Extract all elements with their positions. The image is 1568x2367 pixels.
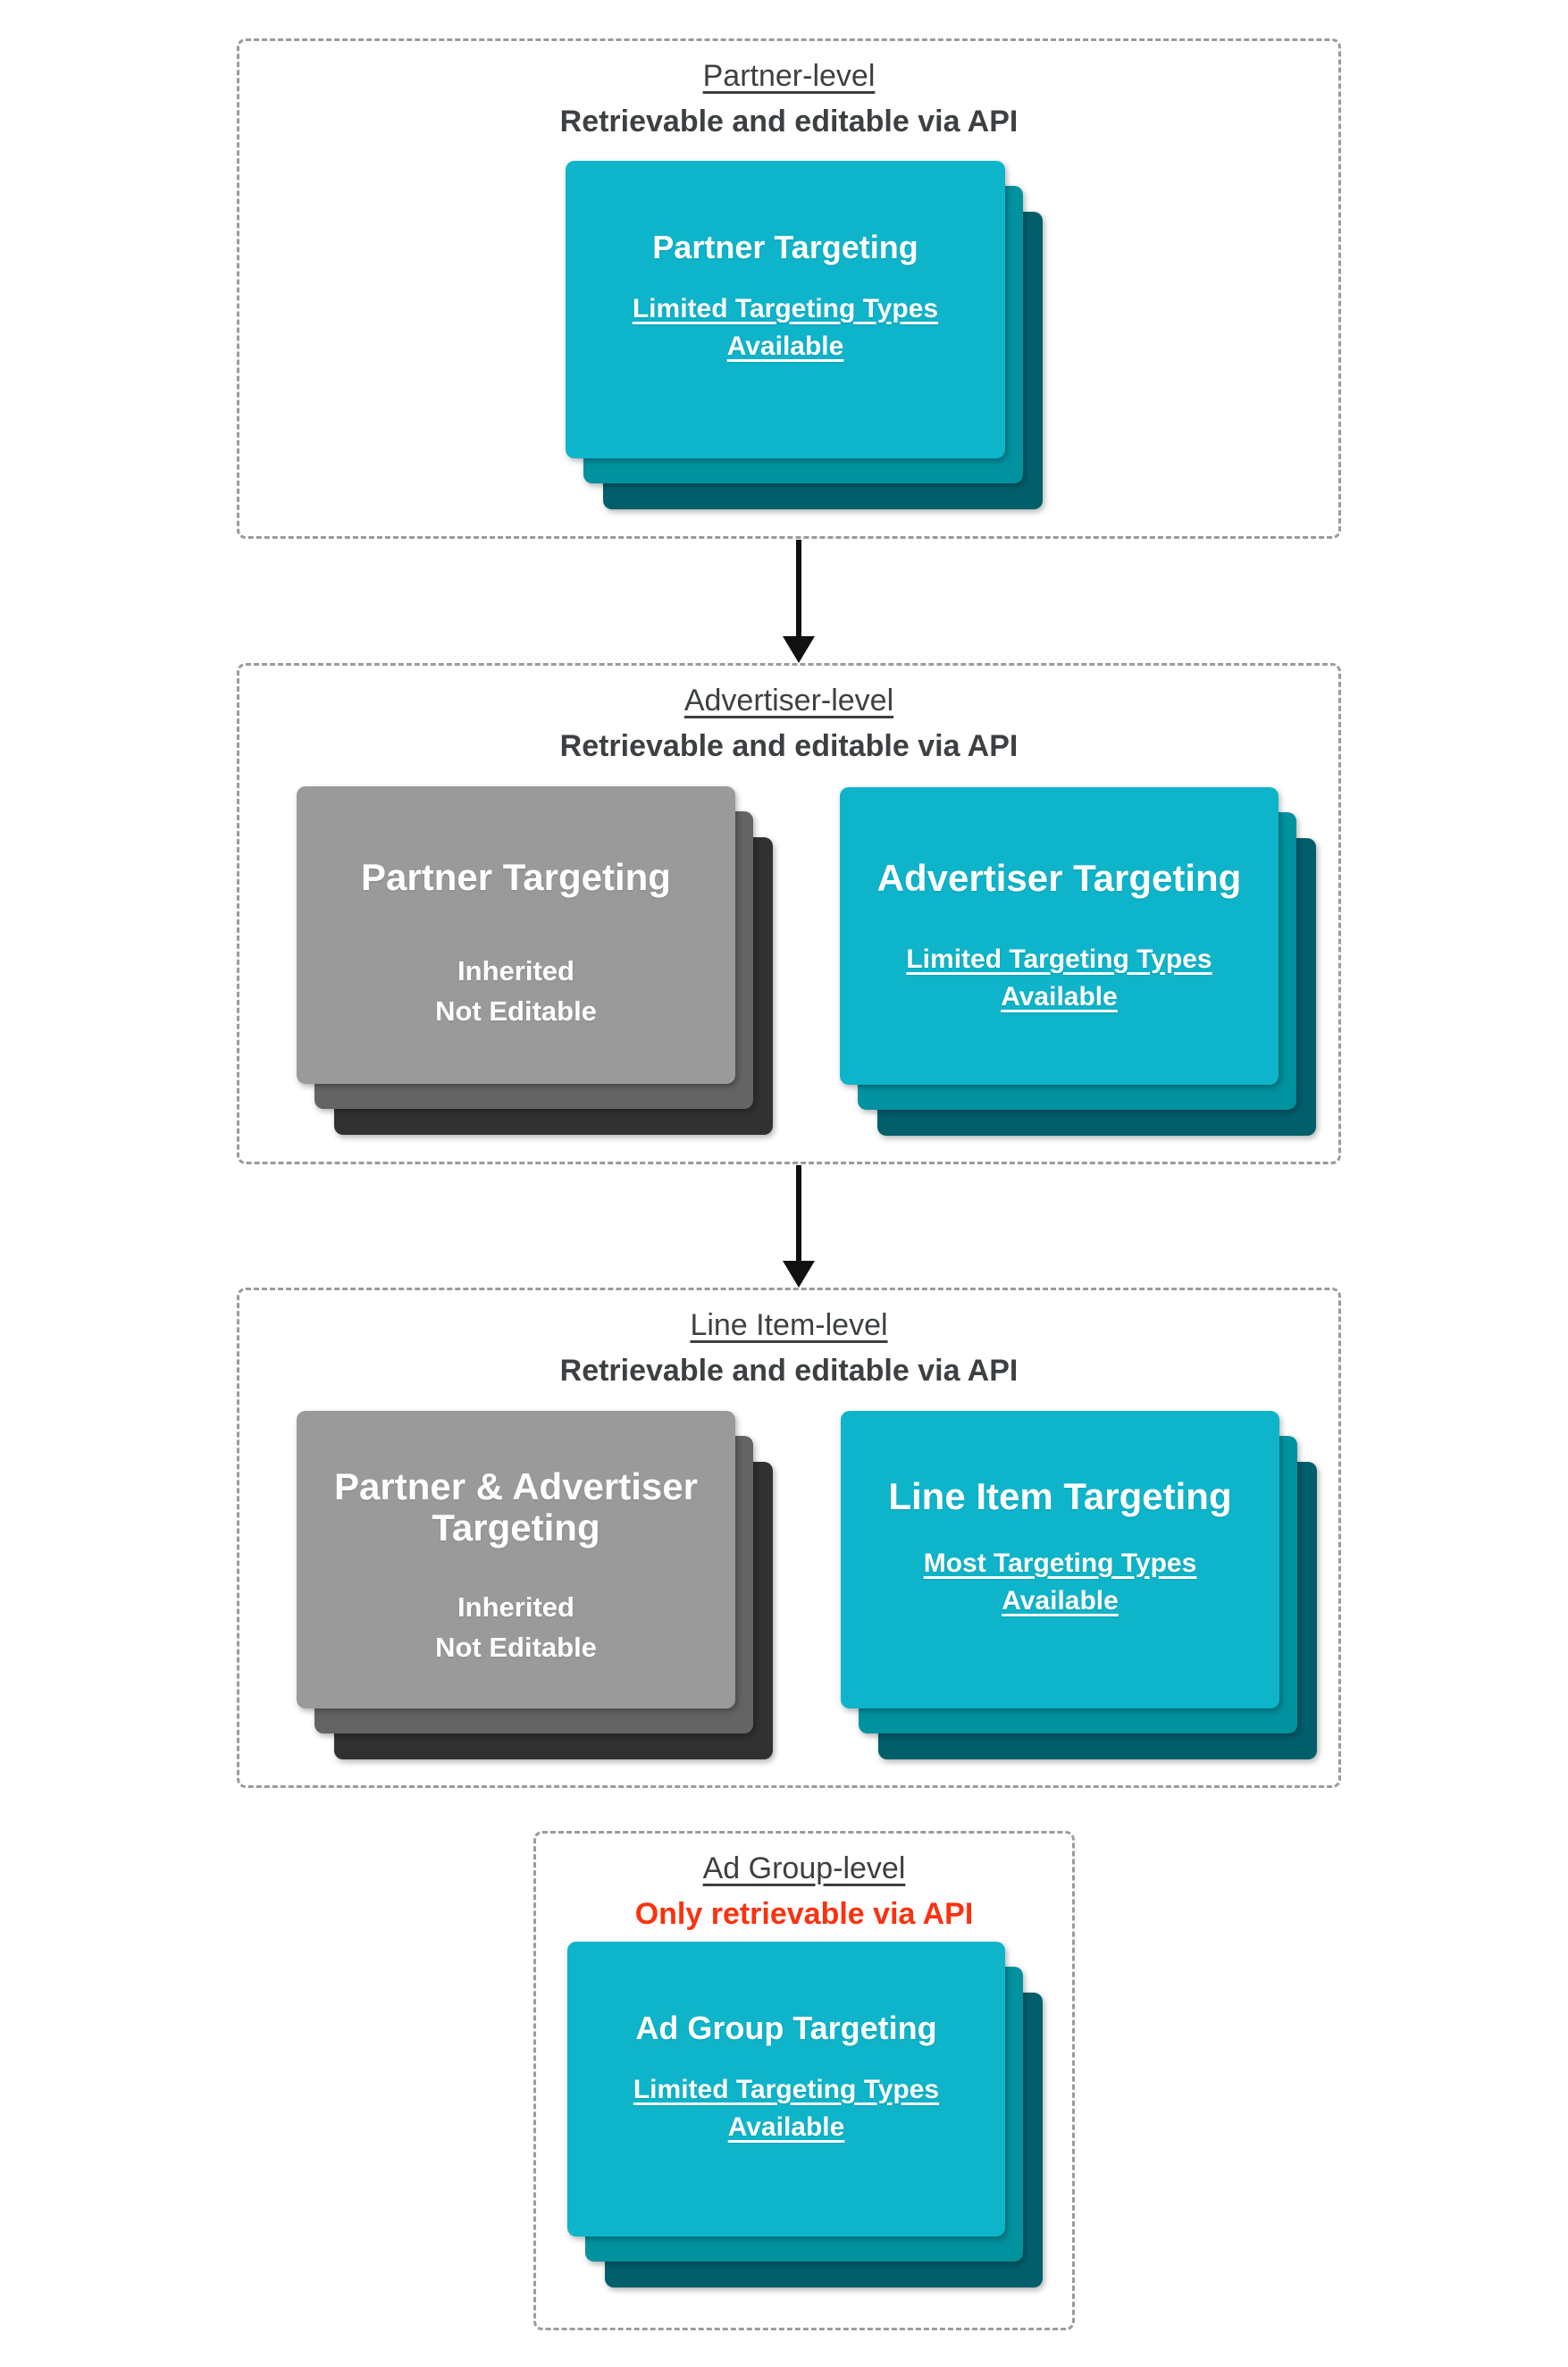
card-stack-ad-group-targeting: Ad Group Targeting Limited Targeting Typ… <box>567 1942 1043 2287</box>
section-subheading: Retrievable and editable via API <box>559 729 1019 763</box>
card-subtitle: Limited Targeting Types Available <box>906 944 1212 1011</box>
section-heading-block: Advertiser-level Retrievable and editabl… <box>239 666 1338 767</box>
card-stack-line-item-targeting: Line Item Targeting Most Targeting Types… <box>841 1411 1317 1759</box>
card-front: Partner & Advertiser Targeting Inherited… <box>297 1411 735 1708</box>
card-subtitle: Limited Targeting Types Available <box>632 294 939 361</box>
card-front: Ad Group Targeting Limited Targeting Typ… <box>567 1942 1005 2237</box>
arrow-shaft <box>796 1165 801 1263</box>
card-title: Partner Targeting <box>361 856 671 898</box>
section-ad-group-level: Ad Group-level Only retrievable via API <box>533 1831 1075 2330</box>
card-stack-partner-advertiser-targeting-inherited: Partner & Advertiser Targeting Inherited… <box>297 1411 773 1759</box>
section-heading-block: Partner-level Retrievable and editable v… <box>239 41 1338 142</box>
section-partner-level: Partner-level Retrievable and editable v… <box>237 38 1341 539</box>
card-info: Inherited Not Editable <box>435 955 597 1027</box>
section-heading: Ad Group-level <box>702 1851 906 1885</box>
section-heading: Advertiser-level <box>683 684 894 718</box>
card-title: Line Item Targeting <box>888 1475 1232 1517</box>
card-title: Advertiser Targeting <box>876 857 1242 899</box>
card-stack-partner-targeting: Partner Targeting Limited Targeting Type… <box>566 161 1043 509</box>
section-line-item-level: Line Item-level Retrievable and editable… <box>237 1288 1341 1788</box>
card-front: Advertiser Targeting Limited Targeting T… <box>840 787 1279 1085</box>
section-subheading: Retrievable and editable via API <box>559 1354 1019 1388</box>
section-heading: Line Item-level <box>690 1308 888 1342</box>
card-title: Partner Targeting <box>652 229 918 265</box>
arrow-head-icon <box>783 636 815 663</box>
arrow-head-icon <box>783 1261 815 1288</box>
card-title: Ad Group Targeting <box>635 2010 937 2046</box>
section-heading-block: Line Item-level Retrievable and editable… <box>239 1290 1338 1391</box>
card-subtitle: Limited Targeting Types Available <box>633 2075 940 2142</box>
card-front: Line Item Targeting Most Targeting Types… <box>841 1411 1279 1708</box>
card-subtitle: Most Targeting Types Available <box>923 1549 1197 1616</box>
section-heading-block: Ad Group-level Only retrievable via API <box>536 1834 1072 1935</box>
card-stack-advertiser-targeting: Advertiser Targeting Limited Targeting T… <box>840 787 1316 1136</box>
arrow-shaft <box>796 540 801 638</box>
card-front: Partner Targeting Limited Targeting Type… <box>566 161 1005 458</box>
card-title: Partner & Advertiser Targeting <box>334 1465 698 1549</box>
card-info: Inherited Not Editable <box>435 1591 597 1663</box>
card-stack-partner-targeting-inherited: Partner Targeting Inherited Not Editable <box>297 786 773 1135</box>
card-front: Partner Targeting Inherited Not Editable <box>297 786 735 1084</box>
section-heading: Partner-level <box>702 59 876 93</box>
section-advertiser-level: Advertiser-level Retrievable and editabl… <box>237 663 1341 1164</box>
section-subheading: Retrievable and editable via API <box>559 105 1019 138</box>
section-subheading-alert: Only retrievable via API <box>634 1897 974 1931</box>
